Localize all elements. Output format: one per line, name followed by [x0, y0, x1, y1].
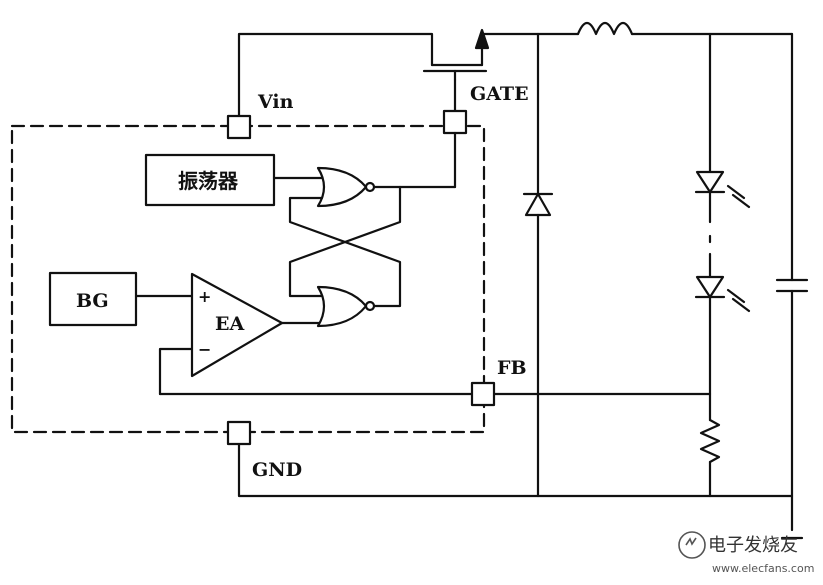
resistor — [699, 418, 721, 464]
nor-gate-1-bubble — [364, 181, 376, 193]
bg-block — [48, 271, 138, 327]
led-2 — [694, 275, 751, 313]
mosfet-arrow — [474, 28, 490, 50]
watermark-url: www.elecfans.com — [712, 562, 814, 575]
watermark-text: 电子发烧友 — [708, 535, 798, 556]
label-bg: BG — [76, 290, 109, 312]
nor-gate-2-bubble — [364, 300, 376, 312]
pin-gate — [442, 109, 468, 135]
inductor — [576, 21, 634, 36]
pin-gnd — [226, 420, 252, 446]
label-fb: FB — [497, 357, 527, 379]
pin-fb — [470, 381, 496, 407]
oscillator-block — [144, 153, 276, 207]
label-oscillator: 振荡器 — [178, 169, 239, 193]
nor-gate-2 — [316, 285, 368, 328]
mosfet — [237, 32, 488, 118]
nor-gate-1 — [316, 166, 368, 208]
label-vin: Vin — [257, 91, 294, 113]
label-ea-plus: + — [198, 287, 211, 306]
capacitor — [775, 278, 809, 293]
label-ea-minus: − — [198, 340, 211, 359]
diode — [522, 192, 554, 217]
label-gate: GATE — [470, 83, 529, 105]
led-1 — [694, 170, 751, 209]
watermark: 电子发烧友 www.elecfans.com — [678, 531, 814, 575]
label-gnd: GND — [252, 459, 302, 481]
pin-vin — [226, 114, 252, 140]
ea-amplifier — [190, 272, 284, 378]
label-ea: EA — [215, 313, 244, 335]
